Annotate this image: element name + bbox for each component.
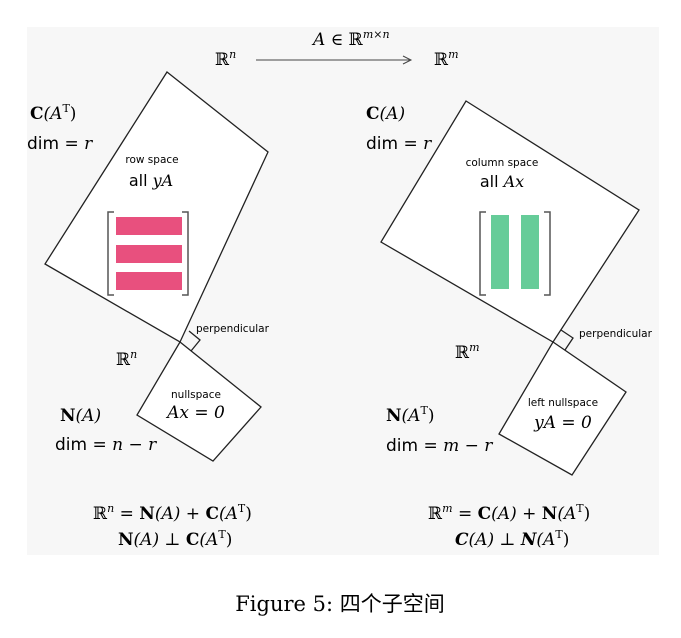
- nullspace-square: [136, 341, 262, 462]
- right-angle-mark-left: [188, 330, 201, 352]
- row-space-dim: dim = r: [27, 134, 93, 154]
- matrix-label: A ∈ ℝm×n: [311, 28, 390, 50]
- column-bar-2: [521, 215, 539, 289]
- right-equation-1: ℝm = C(A) + N(AT): [428, 502, 590, 524]
- left-nullspace-name: N(AT): [386, 404, 434, 426]
- row-space-rectangle: [44, 71, 269, 343]
- row-bar-1: [116, 217, 182, 235]
- column-bar-1: [491, 215, 509, 289]
- figure-caption: Figure 5: 四个子空间: [235, 592, 445, 616]
- nullspace-dim: dim = n − r: [55, 435, 157, 455]
- column-matrix-right-bracket: [544, 211, 551, 296]
- domain-label: ℝn: [215, 48, 236, 70]
- right-perpendicular-label: perpendicular: [579, 328, 653, 340]
- mapping-arrowhead: [402, 55, 413, 65]
- left-equation-2: N(A) ⊥ C(AT): [118, 528, 232, 550]
- column-space-label: column space: [466, 157, 539, 169]
- right-space-label: ℝm: [455, 341, 480, 363]
- left-equation-1: ℝn = N(A) + C(AT): [93, 502, 252, 524]
- nullspace-name: N(A): [60, 406, 101, 426]
- column-space-dim: dim = r: [366, 134, 432, 154]
- left-space-label: ℝn: [116, 348, 137, 370]
- codomain-label: ℝm: [434, 48, 459, 70]
- row-space-name: C(AT): [30, 102, 76, 124]
- row-bar-3: [116, 272, 182, 290]
- left-nullspace-label: left nullspace: [528, 397, 598, 409]
- left-nullspace-dim: dim = m − r: [386, 436, 493, 456]
- row-matrix-right-bracket: [182, 211, 189, 296]
- left-nullspace-square: [498, 341, 627, 476]
- row-bar-2: [116, 245, 182, 263]
- right-equation-2: C(A) ⊥ N(AT): [455, 528, 569, 550]
- row-matrix-left-bracket: [107, 211, 114, 296]
- nullspace-formula: Ax = 0: [165, 403, 225, 423]
- column-space-formula: all Ax: [480, 172, 524, 191]
- row-space-formula: all yA: [129, 171, 173, 190]
- left-nullspace-formula: yA = 0: [533, 413, 592, 433]
- nullspace-label: nullspace: [171, 389, 221, 401]
- row-space-label: row space: [125, 154, 178, 166]
- right-angle-mark-right: [560, 329, 574, 351]
- left-perpendicular-label: perpendicular: [196, 323, 270, 335]
- column-matrix-left-bracket: [479, 211, 486, 296]
- column-space-name: C(A): [366, 104, 405, 124]
